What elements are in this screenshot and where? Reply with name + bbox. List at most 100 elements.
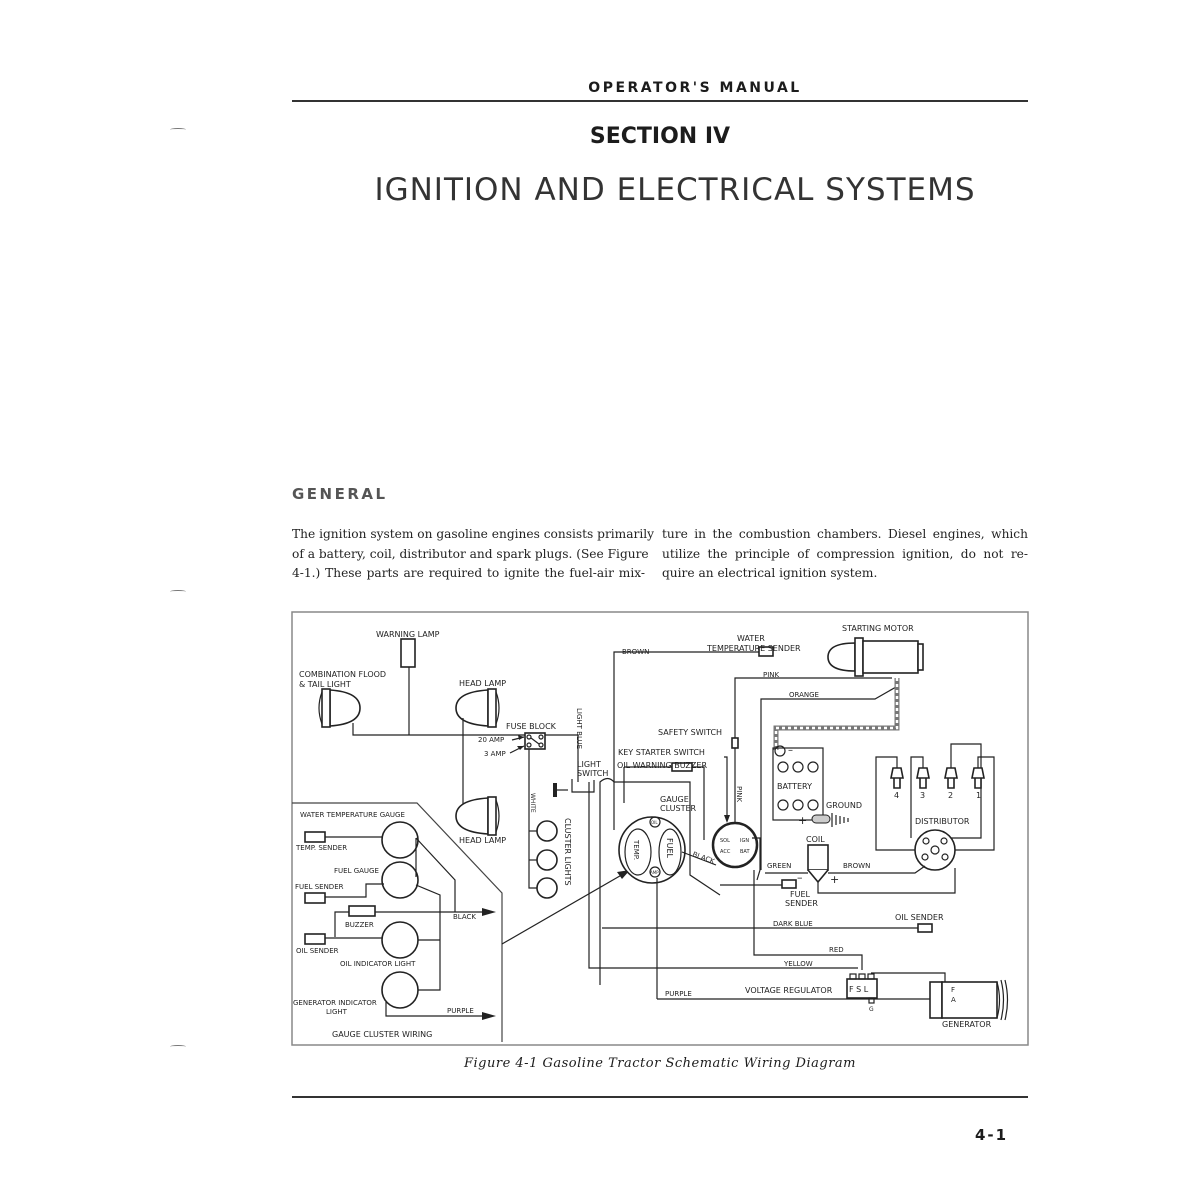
- label-black: BLACK: [453, 913, 476, 921]
- label-temp: TEMP.: [632, 839, 640, 860]
- label-coil: COIL: [806, 835, 825, 844]
- label-oil-sender: OIL SENDER: [296, 947, 339, 955]
- label-fuel-gauge: FUEL GAUGE: [334, 867, 379, 875]
- text-line: 4-1.) These parts are required to ignite…: [292, 566, 645, 580]
- safety-switch-icon: [731, 737, 739, 749]
- svg-text:–: –: [788, 745, 793, 756]
- general-heading: GENERAL: [292, 485, 388, 503]
- label-ground: GROUND: [826, 801, 862, 810]
- label-gen-a: A: [951, 996, 956, 1004]
- oil-indicator-light-icon: [381, 921, 419, 959]
- fuel-sender-icon: [781, 879, 797, 889]
- scan-mark: [170, 1045, 186, 1048]
- paragraph-right-column: ture in the combustion chambers. Diesel …: [662, 525, 1028, 584]
- label-gen-f: F: [951, 986, 955, 994]
- label-white: WHITE: [529, 793, 536, 813]
- text-line: utilize the principle of compression ign…: [662, 546, 1028, 561]
- label-fuel-sender: SENDER: [785, 899, 818, 908]
- label-oil-indicator-light: OIL INDICATOR LIGHT: [340, 960, 416, 968]
- label-light-switch: LIGHT: [577, 760, 601, 769]
- diagram-labels: WARNING LAMP COMBINATION FLOOD & TAIL LI…: [293, 624, 992, 1039]
- figure-caption: Figure 4-1 Gasoline Tractor Schematic Wi…: [464, 1056, 856, 1071]
- label-cluster-lights: CLUSTER LIGHTS: [563, 818, 572, 886]
- svg-text:+: +: [798, 814, 807, 827]
- scan-mark: [170, 128, 186, 131]
- diagram-frame: [291, 611, 1029, 1046]
- gauge-cluster-icon: [599, 777, 721, 985]
- label-head-lamp: HEAD LAMP: [459, 679, 506, 688]
- battery-icon: – +: [772, 745, 849, 827]
- label-fuel-sender: FUEL SENDER: [295, 883, 344, 891]
- coil-icon: [807, 844, 829, 884]
- label-plug: 1: [976, 791, 981, 800]
- label-sol: SOL: [720, 838, 730, 844]
- text-line: ture in the combustion chambers. Diesel …: [662, 527, 1028, 541]
- fuse-block-icon: [524, 732, 546, 750]
- label-fuel-sender: FUEL: [790, 890, 811, 899]
- label-plug: 4: [894, 791, 899, 800]
- text-line: The ignition system on gasoline engines …: [292, 527, 655, 541]
- head-lamp-bottom-icon: [455, 796, 500, 836]
- svg-text:+: +: [830, 873, 839, 886]
- water-temp-sender-icon: [758, 646, 774, 657]
- cluster-light-icon: [536, 849, 558, 871]
- lighting-circuit: [318, 638, 858, 969]
- label-light-blue: LIGHT BLUE: [575, 708, 583, 749]
- label-yellow: YELLOW: [783, 960, 813, 968]
- label-bat: BAT: [740, 849, 750, 855]
- key-starter-switch-icon: [711, 821, 761, 881]
- label-oil-sender: OIL SENDER: [895, 913, 944, 922]
- label-red: RED: [829, 946, 844, 954]
- page-number: 4-1: [975, 1126, 1009, 1144]
- label-brown: BROWN: [622, 648, 649, 656]
- label-battery: BATTERY: [777, 782, 812, 791]
- label-dark-blue: DARK BLUE: [773, 920, 813, 928]
- fuel-gauge-icon: [381, 861, 419, 899]
- label-regulator-terminals: F S L: [849, 985, 869, 994]
- generator-icon: [929, 979, 1009, 1021]
- flood-light-icon: [318, 688, 361, 728]
- label-distributor: DISTRIBUTOR: [915, 817, 970, 826]
- cluster-light-icon: [536, 877, 558, 899]
- label-temp-sender: TEMP. SENDER: [295, 844, 347, 852]
- label-amp: AMP: [650, 870, 659, 875]
- label-warning-lamp: WARNING LAMP: [376, 630, 440, 639]
- label-brown: BROWN: [843, 862, 870, 870]
- ignition-circuit: – + – +: [599, 637, 1009, 1021]
- footer-rule: [292, 1096, 1028, 1098]
- water-temp-gauge-icon: [381, 821, 419, 859]
- paragraph-left-column: The ignition system on gasoline engines …: [292, 525, 655, 584]
- label-black: BLACK: [691, 850, 716, 866]
- label-flood-light: & TAIL LIGHT: [299, 680, 351, 689]
- battery-cable: [773, 678, 900, 750]
- label-orange: ORANGE: [789, 691, 819, 699]
- label-fuse-block: FUSE BLOCK: [506, 722, 557, 731]
- label-pink: PINK: [763, 671, 780, 679]
- label-3-amp: 3 AMP: [484, 750, 506, 758]
- generator-indicator-light-icon: [381, 971, 419, 1009]
- label-ign: IGN: [740, 838, 749, 844]
- label-20-amp: 20 AMP: [478, 736, 504, 744]
- label-acc: ACC: [720, 849, 731, 855]
- label-buzzer: BUZZER: [345, 921, 374, 929]
- label-starting-motor: STARTING MOTOR: [842, 624, 914, 633]
- label-fuel: FUEL: [665, 838, 674, 859]
- label-gauge-cluster-wiring: GAUGE CLUSTER WIRING: [332, 1030, 432, 1039]
- label-gauge-cluster: GAUGE: [660, 795, 689, 804]
- label-green: GREEN: [767, 862, 791, 870]
- warning-lamp-icon: [400, 638, 416, 668]
- label-plug: 3: [920, 791, 925, 800]
- label-light-switch: SWITCH: [577, 769, 608, 778]
- label-gauge-cluster: CLUSTER: [660, 804, 697, 813]
- label-generator: GENERATOR: [942, 1020, 992, 1029]
- spark-plug-icons: [890, 767, 985, 789]
- label-plug: 2: [948, 791, 953, 800]
- starting-motor-icon: [827, 637, 924, 677]
- label-head-lamp: HEAD LAMP: [459, 836, 506, 845]
- label-purple: PURPLE: [447, 1007, 474, 1015]
- label-oil-warning-buzzer: OIL WARNING BUZZER: [617, 761, 707, 770]
- label-generator-indicator-light: GENERATOR INDICATOR: [293, 999, 377, 1007]
- text-line: quire an electrical ignition system.: [662, 566, 878, 580]
- scan-mark: [170, 590, 186, 593]
- label-water-temp-gauge: WATER TEMPERATURE GAUGE: [300, 811, 405, 819]
